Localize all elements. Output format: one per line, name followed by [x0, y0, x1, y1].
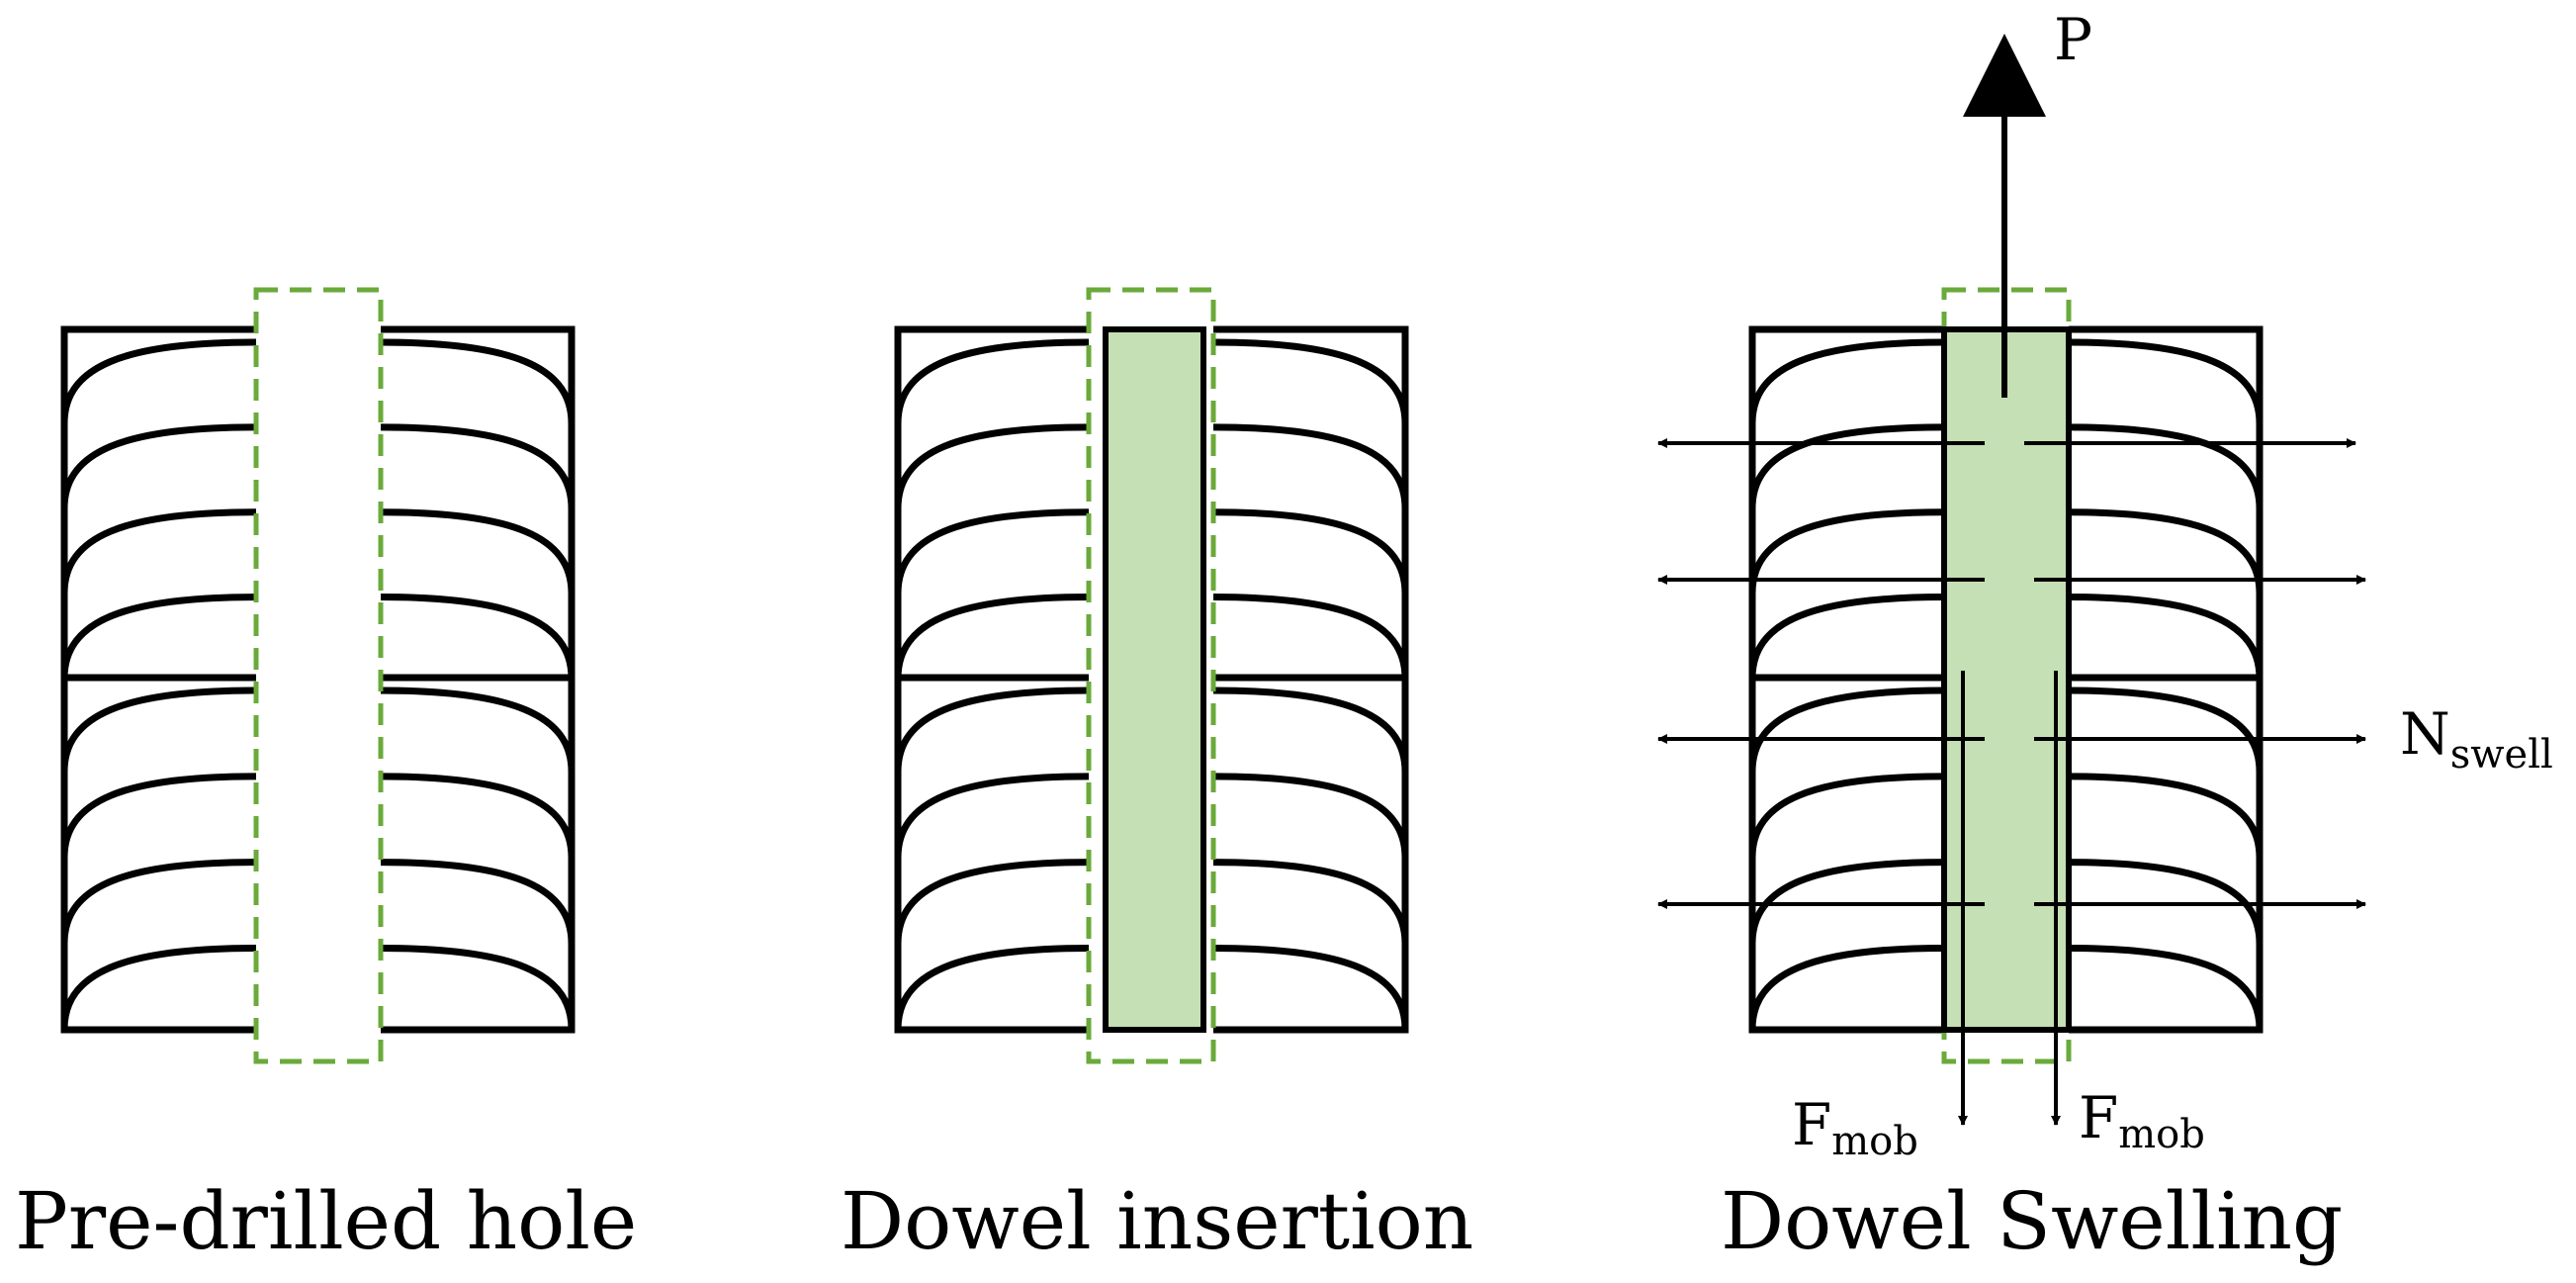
friction-force-label-right: Fmob: [2079, 1084, 2205, 1157]
growth-ring-arc: [1748, 773, 2264, 862]
growth-ring-arc: [894, 687, 1409, 776]
growth-ring-arc: [1748, 944, 2264, 1033]
growth-ring-arc: [1748, 338, 2264, 427]
growth-ring-arc: [1748, 594, 2264, 683]
growth-ring-arc: [894, 338, 1409, 427]
growth-ring-arc: [1748, 508, 2264, 597]
swelling-force-label: Nswell: [2400, 700, 2553, 778]
growth-ring-arc: [60, 423, 576, 512]
pre-drilled-hole: [256, 297, 381, 1063]
growth-ring-arc: [60, 687, 576, 776]
swelling-pressure-arrows: [1657, 438, 2366, 909]
growth-ring-arc: [60, 338, 576, 427]
growth-ring-arc: [1748, 687, 2264, 776]
wood-grain: [60, 338, 576, 1033]
growth-ring-arc: [60, 944, 576, 1033]
growth-ring-arc: [894, 859, 1409, 948]
growth-ring-arc: [894, 773, 1409, 862]
growth-ring-arc: [60, 508, 576, 597]
panel-dowel-insertion: Dowel insertion: [841, 287, 1473, 1267]
growth-ring-arc: [1748, 423, 2264, 512]
panel-pre-drilled-hole: Pre-drilled hole: [15, 287, 637, 1267]
growth-ring-arc: [894, 423, 1409, 512]
growth-ring-arc: [894, 508, 1409, 597]
swelling-force-subscript: swell: [2450, 732, 2553, 778]
growth-ring-arc: [894, 594, 1409, 683]
panel-caption: Pre-drilled hole: [15, 1175, 637, 1267]
growth-ring-arc: [60, 594, 576, 683]
growth-ring-arc: [894, 944, 1409, 1033]
panel-dowel-swelling: P Nswell Fmob Fmob Dowel Swelling: [1657, 6, 2553, 1267]
friction-force-label-left: Fmob: [1792, 1091, 1918, 1164]
growth-ring-arc: [60, 773, 576, 862]
panel-caption: Dowel insertion: [841, 1175, 1473, 1267]
pullout-force-label: P: [2054, 6, 2092, 73]
hole-outline: [1086, 287, 1216, 1064]
wood-grain: [894, 338, 1409, 1033]
dowel: [1103, 326, 1206, 1033]
hole-outline: [253, 287, 384, 1064]
growth-ring-arc: [60, 859, 576, 948]
panel-caption: Dowel Swelling: [1721, 1175, 2343, 1267]
growth-ring-arc: [1748, 859, 2264, 948]
swelling-force-symbol: N: [2400, 700, 2450, 768]
wood-grain: [1748, 338, 2264, 1033]
